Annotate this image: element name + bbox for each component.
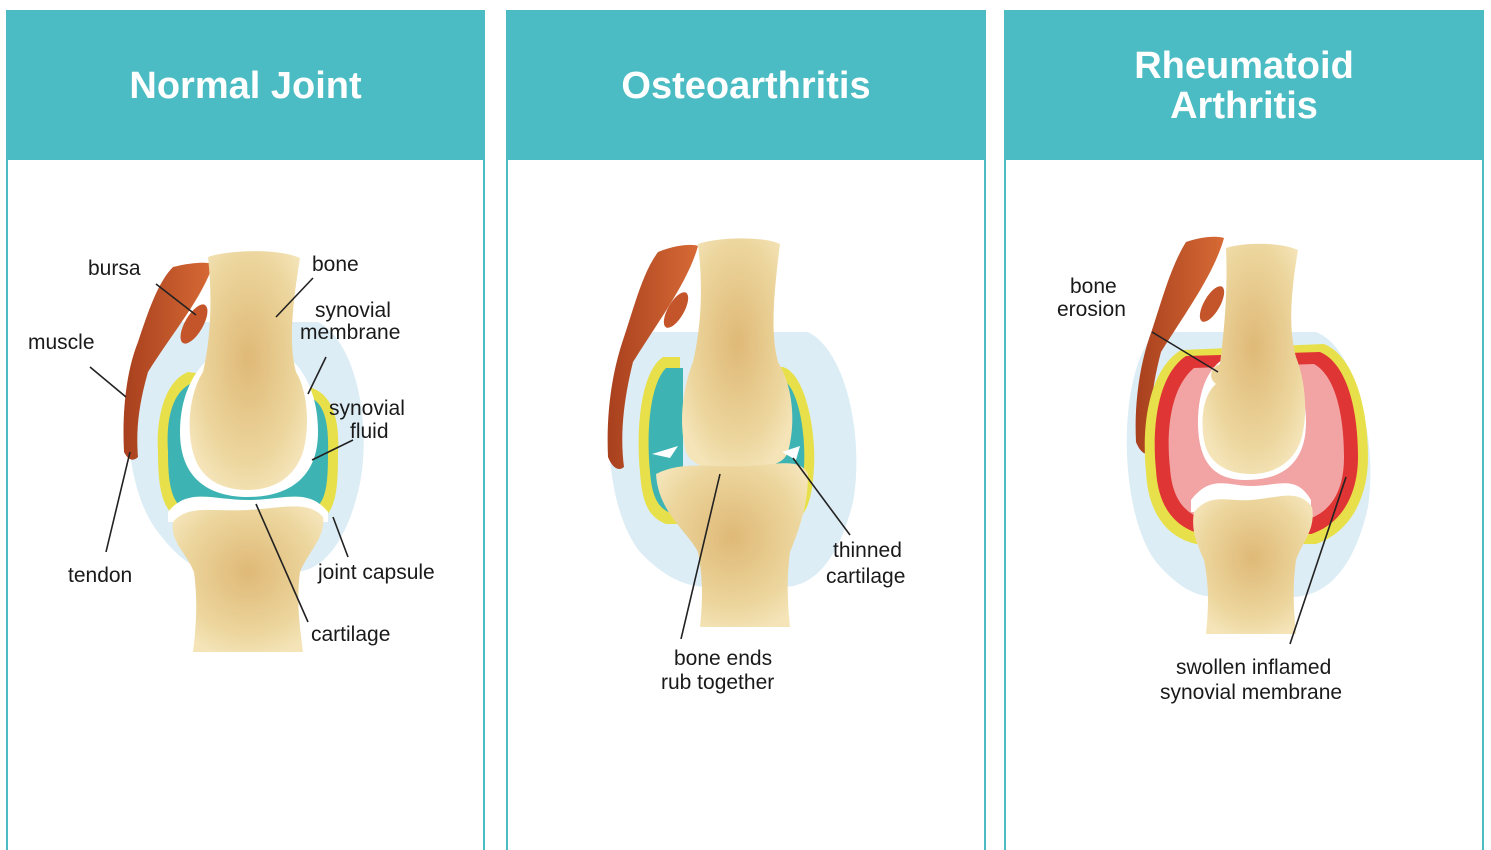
label-tendon: tendon [68,564,132,587]
label-bone-ends-2: rub together [661,671,774,694]
label-muscle: muscle [28,331,95,354]
label-synovial-fluid-1: synovial [329,397,405,420]
tendon-leader [106,452,130,552]
label-bone-ends-1: bone ends [674,647,772,670]
label-synovial-membrane-2: membrane [300,321,400,344]
label-bursa: bursa [88,257,141,280]
label-joint-capsule: joint capsule [317,561,435,584]
label-thinned-cartilage-1: thinned [833,539,902,562]
lower-bone [173,506,324,652]
normal-joint-diagram: bursa bone synovial membrane muscle syno… [8,12,483,842]
muscle-leader [90,367,126,397]
label-bone-erosion-1: bone [1070,275,1117,298]
label-bone: bone [312,253,359,276]
label-bone-erosion-2: erosion [1057,298,1126,321]
label-swollen-2: synovial membrane [1160,681,1342,704]
label-synovial-fluid-2: fluid [350,420,389,443]
normal-joint-panel: Normal Joint bursa bone synovial membran… [6,10,485,850]
upper-bone [682,238,792,469]
rheumatoid-arthritis-panel: Rheumatoid Arthritis bone erosion swolle… [1004,10,1484,850]
label-swollen-1: swollen inflamed [1176,656,1331,679]
label-synovial-membrane-1: synovial [315,299,391,322]
upper-bone [190,251,307,490]
osteoarthritis-diagram: thinned cartilage bone ends rub together [508,12,984,842]
lower-bone [1193,496,1313,634]
label-cartilage: cartilage [311,623,390,646]
label-thinned-cartilage-2: cartilage [826,565,905,588]
osteoarthritis-panel: Osteoarthritis thinned cartilage bone en… [506,10,986,850]
rheumatoid-arthritis-diagram: bone erosion swollen inflamed synovial m… [1006,12,1482,842]
